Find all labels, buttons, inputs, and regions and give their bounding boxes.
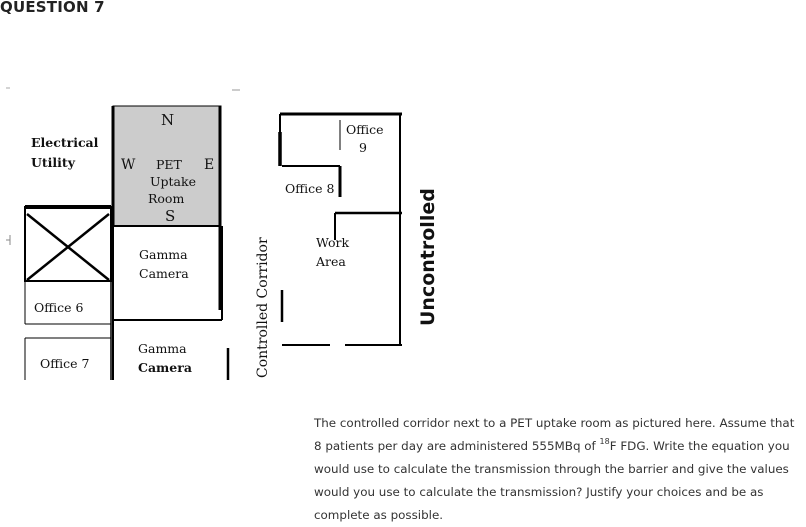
room-label: Room [148,191,185,206]
uptake-label: Uptake [150,174,196,189]
office-6-label: Office 6 [34,300,84,315]
isotope-superscript: 18 [599,437,610,446]
office-7-label: Office 7 [40,356,90,371]
electrical-utility-line1: Electrical [31,135,99,150]
question-text-part1: The controlled corridor next to a PET up… [314,416,795,453]
question-text: The controlled corridor next to a PET up… [314,412,804,527]
office-9-line2: 9 [359,140,367,155]
compass-west-label: W [121,157,136,173]
gamma-camera-1-line2: Camera [139,266,189,281]
gamma-camera-1-line1: Gamma [139,247,188,262]
office-9-line1: Office [346,122,384,137]
compass-north-label: N [161,111,175,129]
pet-label: PET [156,157,182,172]
floor-plan-walls [6,87,402,380]
gamma-camera-2-line1: Gamma [138,341,187,356]
pet-uptake-room-fill [112,105,222,227]
question-title: QUESTION 7 [0,0,105,16]
office-8-label: Office 8 [285,181,335,196]
work-area-line1: Work [316,235,350,250]
compass-south-label: S [165,207,176,225]
uncontrolled-label: Uncontrolled [417,188,439,326]
controlled-corridor-label: Controlled Corridor [255,237,271,378]
compass-east-label: E [204,157,215,173]
electrical-utility-line2: Utility [31,155,75,170]
gamma-camera-2-line2: Camera [138,360,192,375]
work-area-line2: Area [316,254,346,269]
